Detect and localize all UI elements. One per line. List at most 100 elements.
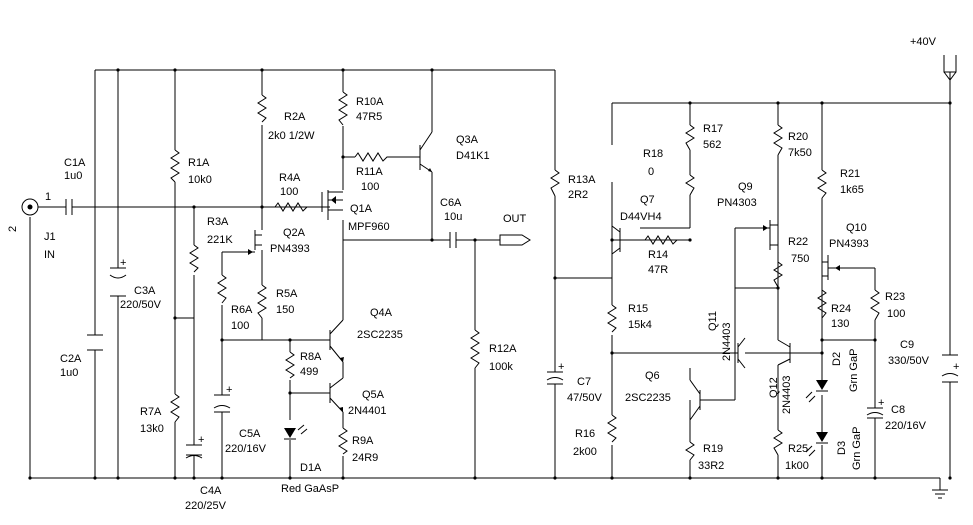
r18-ref: R18 (643, 148, 663, 160)
q12-value: 2N4403 (781, 375, 793, 414)
svg-text:+: + (226, 384, 232, 396)
c2a-ref: C2A (60, 353, 82, 365)
r6a-ref: R6A (231, 304, 253, 316)
resistor-r13a (550, 169, 560, 197)
r16-ref: R16 (575, 428, 595, 440)
r4a-ref: R4A (279, 172, 301, 184)
q12-ref: Q12 (768, 377, 780, 398)
r11a-value: 100 (361, 181, 379, 193)
resistor-r24 (817, 289, 827, 319)
transistor-q2a (248, 230, 262, 255)
r15-value: 15k4 (628, 319, 652, 331)
transistor-q12 (777, 339, 791, 366)
r13a-ref: R13A (568, 174, 596, 186)
resistor-r11a (354, 152, 390, 162)
input-jack-icon (21, 198, 39, 216)
r23-ref: R23 (885, 291, 905, 303)
d3-ref: D3 (836, 441, 848, 455)
c8-value: 220/16V (885, 420, 927, 432)
r5a-value: 150 (276, 304, 294, 316)
capacitor-c8: + (866, 397, 884, 419)
capacitor-c3a: + (109, 257, 126, 297)
resistor-r5a (257, 284, 267, 319)
capacitor-c6a (449, 232, 457, 248)
q6-value: 2SC2235 (625, 392, 671, 404)
r3a-value: 221K (207, 234, 233, 246)
transistor-q7 (611, 225, 621, 255)
c2a-value: 1u0 (60, 367, 78, 379)
resistor-r19 (685, 441, 695, 461)
r12a-ref: R12A (489, 343, 517, 355)
r15-ref: R15 (628, 303, 648, 315)
q1a-ref: Q1A (350, 203, 373, 215)
resistor-r6a (217, 274, 227, 304)
wires (29, 69, 951, 479)
d3-value: Grn GaP (851, 427, 863, 470)
supply-label: +40V (910, 36, 937, 48)
capacitor-c9: + (941, 354, 959, 383)
capacitor-c1a (65, 199, 73, 215)
c7-ref: C7 (577, 376, 591, 388)
resistor-r22 (773, 261, 783, 288)
resistor-r14 (644, 235, 685, 245)
capacitor-c4a: + (185, 434, 204, 459)
resistor-r1a (170, 149, 180, 183)
capacitor-c2a (87, 334, 103, 351)
r9a-ref: R9A (352, 435, 374, 447)
input-pin2-label: 2 (7, 226, 19, 232)
capacitor-c5a: + (213, 384, 232, 413)
transistor-q9 (763, 220, 778, 250)
resistor-r2a (257, 94, 267, 123)
r21-value: 1k65 (840, 184, 864, 196)
led-d1a (284, 424, 308, 440)
led-d2 (805, 380, 828, 403)
c8-ref: C8 (891, 404, 905, 416)
transistor-q5a (322, 377, 344, 413)
c7-value: 47/50V (567, 392, 603, 404)
led-d3 (805, 432, 828, 457)
resistor-r9a (338, 427, 348, 455)
r23-value: 100 (887, 308, 905, 320)
c3a-ref: C3A (134, 285, 156, 297)
svg-text:+: + (198, 434, 204, 446)
r12a-value: 100k (489, 361, 513, 373)
d1a-ref: D1A (300, 462, 322, 474)
r7a-value: 13k0 (140, 423, 164, 435)
io-symbols (21, 55, 957, 499)
r24-value: 130 (831, 318, 849, 330)
input-label: IN (44, 249, 55, 261)
r20-ref: R20 (788, 131, 808, 143)
q3a-value: D41K1 (456, 150, 490, 162)
c9-value: 330/50V (888, 355, 930, 367)
input-jack-name: J1 (44, 231, 56, 243)
c1a-value: 1u0 (64, 170, 82, 182)
r21-ref: R21 (840, 168, 860, 180)
input-pin1-label: 1 (45, 191, 51, 203)
d2-value: Grn GaP (848, 349, 860, 392)
q11-value: 2N4403 (721, 322, 733, 361)
r17-ref: R17 (703, 123, 723, 135)
transistor-q6 (689, 379, 701, 421)
q9-value: PN4303 (717, 197, 757, 209)
q5a-ref: Q5A (362, 389, 385, 401)
transistors (248, 131, 840, 421)
q4a-value: 2SC2235 (357, 329, 403, 341)
transistor-q10 (822, 255, 840, 280)
r3a-ref: R3A (207, 216, 229, 228)
r13a-value: 2R2 (568, 189, 588, 201)
q7-value: D44VH4 (620, 211, 662, 223)
r10a-ref: R10A (356, 96, 384, 108)
c9-ref: C9 (900, 339, 914, 351)
r14-ref: R14 (648, 249, 668, 261)
q6-ref: Q6 (645, 370, 660, 382)
resistor-r20 (773, 124, 783, 156)
q3a-ref: Q3A (456, 134, 479, 146)
labels: +40V 1 2 J1 IN OUT C1A 1u0 C2A 1u0 C3A 2… (7, 36, 937, 512)
q9-ref: Q9 (738, 181, 753, 193)
c4a-value: 220/25V (185, 500, 227, 512)
c4a-ref: C4A (200, 485, 222, 497)
r1a-ref: R1A (188, 157, 210, 169)
r19-value: 33R2 (698, 460, 724, 472)
resistor-r4a (274, 202, 310, 212)
